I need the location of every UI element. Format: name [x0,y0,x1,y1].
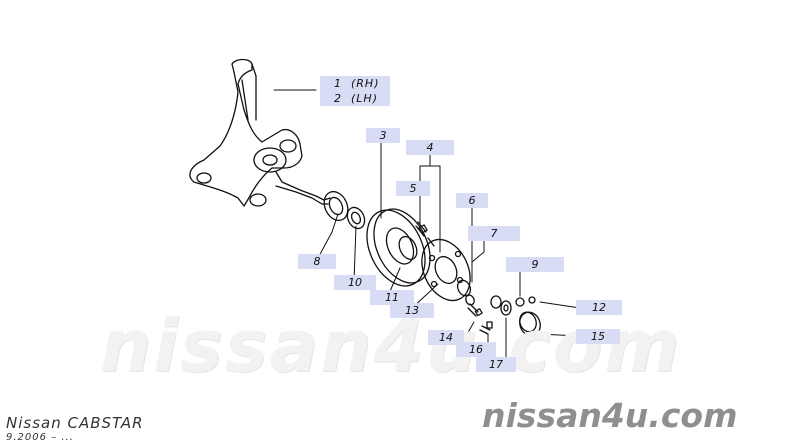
wheel-hub [421,238,471,302]
callout-17: 17 [476,357,516,372]
small-bolt [467,303,493,335]
hub-washer-nut [490,295,536,316]
callout-3: 3 [366,128,400,143]
callout-1-side: (RH) [351,77,380,90]
callout-15: 15 [576,329,620,344]
callout-7: 7 [468,226,520,241]
callout-1: 1 (RH) [320,76,390,91]
leader-lines [273,89,581,361]
inner-seal [323,190,349,222]
callout-1-number: 1 [334,77,341,90]
callout-16: 16 [456,342,496,357]
callout-8: 8 [298,254,336,269]
brake-disc-rotor [366,208,431,287]
callout-9: 9 [506,257,564,272]
hub-cap [519,311,541,337]
callout-11: 11 [370,290,414,305]
callout-2: 2 (LH) [320,91,390,106]
footer-model: Nissan CABSTAR [6,414,144,432]
inner-bearing [346,206,366,230]
callout-12: 12 [576,300,622,315]
steering-knuckle [189,58,331,207]
callout-2-number: 2 [334,92,341,105]
callout-13: 13 [390,303,434,318]
watermark: nissan4u.com [100,304,682,388]
callout-14: 14 [428,330,464,345]
callout-4: 4 [406,140,454,155]
callout-10: 10 [334,275,376,290]
footer-date: 9.2006 – ... [6,432,74,443]
callout-5: 5 [396,181,430,196]
callout-6: 6 [456,193,488,208]
callout-2-side: (LH) [351,92,378,105]
outer-bearing [456,279,475,306]
footer-brand: nissan4u.com [482,396,738,435]
